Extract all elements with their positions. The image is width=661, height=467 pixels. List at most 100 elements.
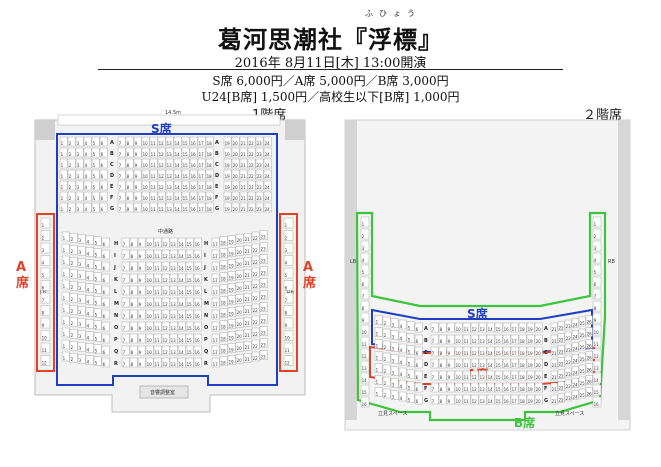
seat — [243, 293, 252, 303]
seat-number: 22 — [249, 163, 255, 168]
seat — [414, 322, 423, 333]
seat-number: 3 — [77, 174, 80, 179]
seat — [430, 382, 439, 393]
seat-number: 22 — [249, 185, 255, 190]
seat — [550, 370, 558, 381]
seat — [406, 393, 415, 403]
seat-number: 5 — [93, 207, 96, 212]
seat — [61, 243, 70, 254]
seat-number: 6 — [101, 207, 104, 212]
seat — [121, 321, 130, 332]
seat-number: 17 — [512, 387, 518, 392]
floor1-booth-label: 音響調整室 — [150, 389, 175, 396]
seat-number: 10 — [143, 152, 149, 157]
row-label: I — [114, 253, 116, 259]
seat — [494, 346, 503, 357]
seat — [85, 343, 94, 353]
floor1-corner-right — [285, 120, 305, 140]
seat-number: 20 — [536, 339, 542, 344]
seat — [231, 158, 240, 169]
seat-number: 21 — [245, 297, 251, 302]
seat — [169, 345, 178, 356]
seat — [93, 248, 102, 258]
seat — [470, 382, 479, 393]
seat — [185, 273, 194, 284]
seat-number: 21 — [241, 163, 247, 168]
seat — [211, 333, 220, 344]
seat-number: 9 — [139, 338, 142, 343]
seat-number: 6 — [103, 278, 106, 283]
seat — [382, 316, 391, 327]
seat — [526, 394, 535, 405]
seat — [177, 237, 186, 248]
seat-number: 9 — [42, 323, 45, 328]
seat-number: 20 — [237, 286, 243, 291]
seat — [592, 240, 602, 252]
seat — [205, 169, 214, 180]
seat — [145, 309, 154, 320]
floor2-standing-left: 立見スペース — [378, 410, 407, 417]
seat — [101, 333, 110, 344]
seat — [67, 191, 76, 202]
row-label: B — [215, 151, 219, 157]
seat — [91, 136, 100, 147]
seat-number: 3 — [77, 207, 80, 212]
seat — [161, 321, 170, 332]
seat — [91, 191, 100, 202]
seat — [173, 147, 182, 158]
seat — [360, 264, 370, 276]
seat — [161, 285, 170, 296]
seat-number: 8 — [440, 363, 443, 368]
floor2-map: S席 A席 B席 LB RB 立見スペース 立見スペース 11223344556… — [344, 119, 631, 431]
floor1-aisle-label: 中通路 — [158, 228, 173, 235]
seat-number: 6 — [103, 290, 106, 295]
seat — [227, 235, 236, 245]
seat — [239, 169, 248, 180]
seat — [121, 309, 130, 320]
seat-number: 17 — [512, 375, 518, 380]
seat-number: 19 — [528, 351, 534, 356]
seat-number: 7 — [123, 338, 126, 343]
seat-number: 17 — [213, 338, 219, 343]
seat-number: 21 — [241, 141, 247, 146]
seat — [205, 136, 214, 147]
seat-number: 18 — [221, 349, 227, 354]
seat — [211, 249, 220, 260]
seat-number: 10 — [147, 314, 153, 319]
seat — [564, 391, 572, 402]
seat — [197, 202, 206, 213]
row-label: A — [110, 140, 114, 146]
seat — [91, 202, 100, 213]
seat — [149, 158, 158, 169]
seat — [133, 202, 142, 213]
seat — [390, 390, 399, 400]
seat — [185, 321, 194, 332]
seat-number: 1 — [376, 319, 379, 324]
seat-number: 6 — [103, 350, 106, 355]
seat — [145, 249, 154, 260]
seat — [193, 357, 202, 368]
seat — [61, 279, 70, 290]
seat — [137, 249, 146, 260]
seat-number: 4 — [85, 174, 88, 179]
seat-number: 14 — [175, 163, 181, 168]
seat-number: 8 — [127, 152, 130, 157]
seat-number: 13 — [167, 207, 173, 212]
seat-number: 8 — [127, 141, 130, 146]
seat — [526, 334, 535, 345]
seat-number: 17 — [512, 327, 518, 332]
seat-number: 11 — [464, 363, 470, 368]
seat-number: 19 — [229, 251, 235, 256]
seat — [374, 315, 383, 325]
seat — [125, 191, 134, 202]
seat-number: 2 — [71, 333, 74, 338]
seat-number: 3 — [79, 250, 82, 255]
seat — [564, 379, 572, 390]
seat-number: 20 — [237, 250, 243, 255]
seat — [117, 191, 126, 202]
seat — [227, 247, 236, 257]
seat-number: 9 — [448, 339, 451, 344]
seat-number: 18 — [520, 375, 526, 380]
seat — [117, 202, 126, 213]
seat — [219, 260, 228, 270]
